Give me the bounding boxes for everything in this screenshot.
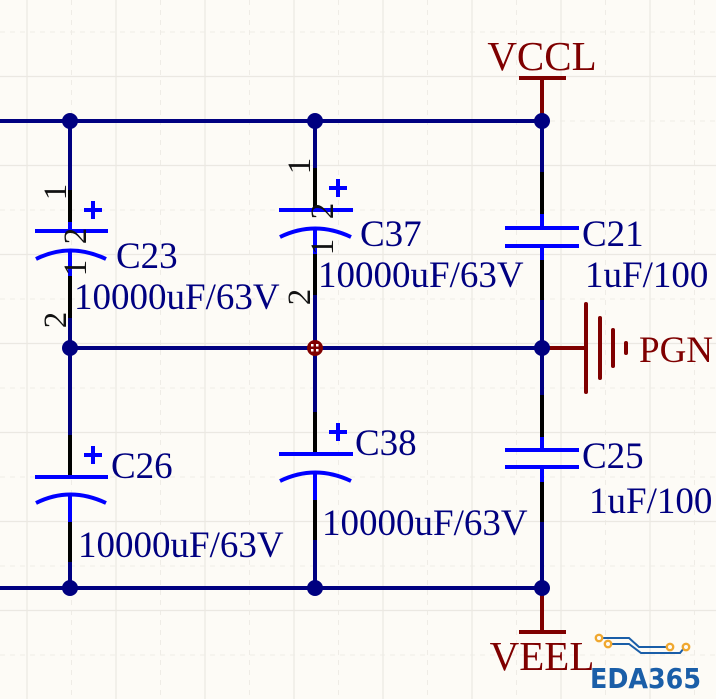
eda365-logo: EDA365	[590, 633, 701, 695]
pin-number: 2	[282, 289, 318, 306]
junction-dot[interactable]	[307, 113, 323, 129]
pin-number: 2	[38, 312, 74, 329]
value-c21[interactable]: 1uF/100	[585, 255, 708, 296]
junction-highlight-icon	[307, 340, 323, 356]
capacitor-curved-plate	[279, 226, 352, 239]
pin-number: 1	[305, 239, 341, 256]
designator-c25[interactable]: C25	[582, 436, 644, 477]
power-port-pgnd[interactable]: PGN	[540, 302, 713, 394]
designator-c23[interactable]: C23	[116, 236, 178, 277]
component-c25[interactable]	[505, 437, 579, 482]
component-c23[interactable]	[35, 201, 108, 276]
pin-numbers: 1 2 2 1 1 2 1 2	[38, 158, 341, 329]
component-c26[interactable]	[35, 446, 108, 522]
value-c25[interactable]: 1uF/100	[589, 481, 712, 522]
designator-c37[interactable]: C37	[360, 214, 422, 255]
value-c38[interactable]: 10000uF/63V	[322, 503, 528, 544]
capacitor-curved-plate	[35, 248, 107, 261]
junction-mark	[316, 344, 319, 347]
junction-dot[interactable]	[534, 113, 550, 129]
junction-dot[interactable]	[62, 340, 78, 356]
junction-mark	[316, 349, 319, 352]
designator-c21[interactable]: C21	[582, 214, 644, 255]
junction-mark	[311, 344, 314, 347]
highlighted-junction[interactable]	[307, 340, 323, 356]
pin-number: 1	[282, 158, 318, 175]
net-label-veel: VEEL	[490, 633, 595, 679]
junction-dot[interactable]	[62, 580, 78, 596]
value-c26[interactable]: 10000uF/63V	[78, 525, 284, 566]
pin-number: 1	[38, 184, 74, 201]
power-port-vccl[interactable]: VCCL	[487, 33, 597, 121]
labels: C23 10000uF/63V C37 10000uF/63V C21 1uF/…	[74, 214, 712, 566]
component-c37[interactable]	[279, 179, 353, 254]
power-port-veel[interactable]: VEEL	[490, 588, 595, 679]
junctions	[62, 113, 550, 596]
component-c38[interactable]	[279, 423, 353, 500]
pin-number: 1	[58, 260, 94, 277]
junction-dot[interactable]	[534, 580, 550, 596]
component-c21[interactable]	[505, 214, 579, 260]
junction-dot[interactable]	[307, 580, 323, 596]
pin-number: 2	[58, 228, 94, 245]
junction-dot[interactable]	[534, 340, 550, 356]
circuit-trace-icon	[594, 633, 691, 654]
pin-number: 2	[305, 203, 341, 220]
net-label-pgnd: PGN	[639, 330, 713, 371]
value-c37[interactable]: 10000uF/63V	[318, 255, 524, 296]
junction-dot[interactable]	[62, 113, 78, 129]
value-c23[interactable]: 10000uF/63V	[74, 277, 280, 318]
logo-text: EDA365	[590, 662, 701, 695]
designator-c38[interactable]: C38	[355, 423, 417, 464]
junction-mark	[311, 349, 314, 352]
designator-c26[interactable]: C26	[111, 446, 173, 487]
net-label-vccl: VCCL	[487, 33, 596, 79]
